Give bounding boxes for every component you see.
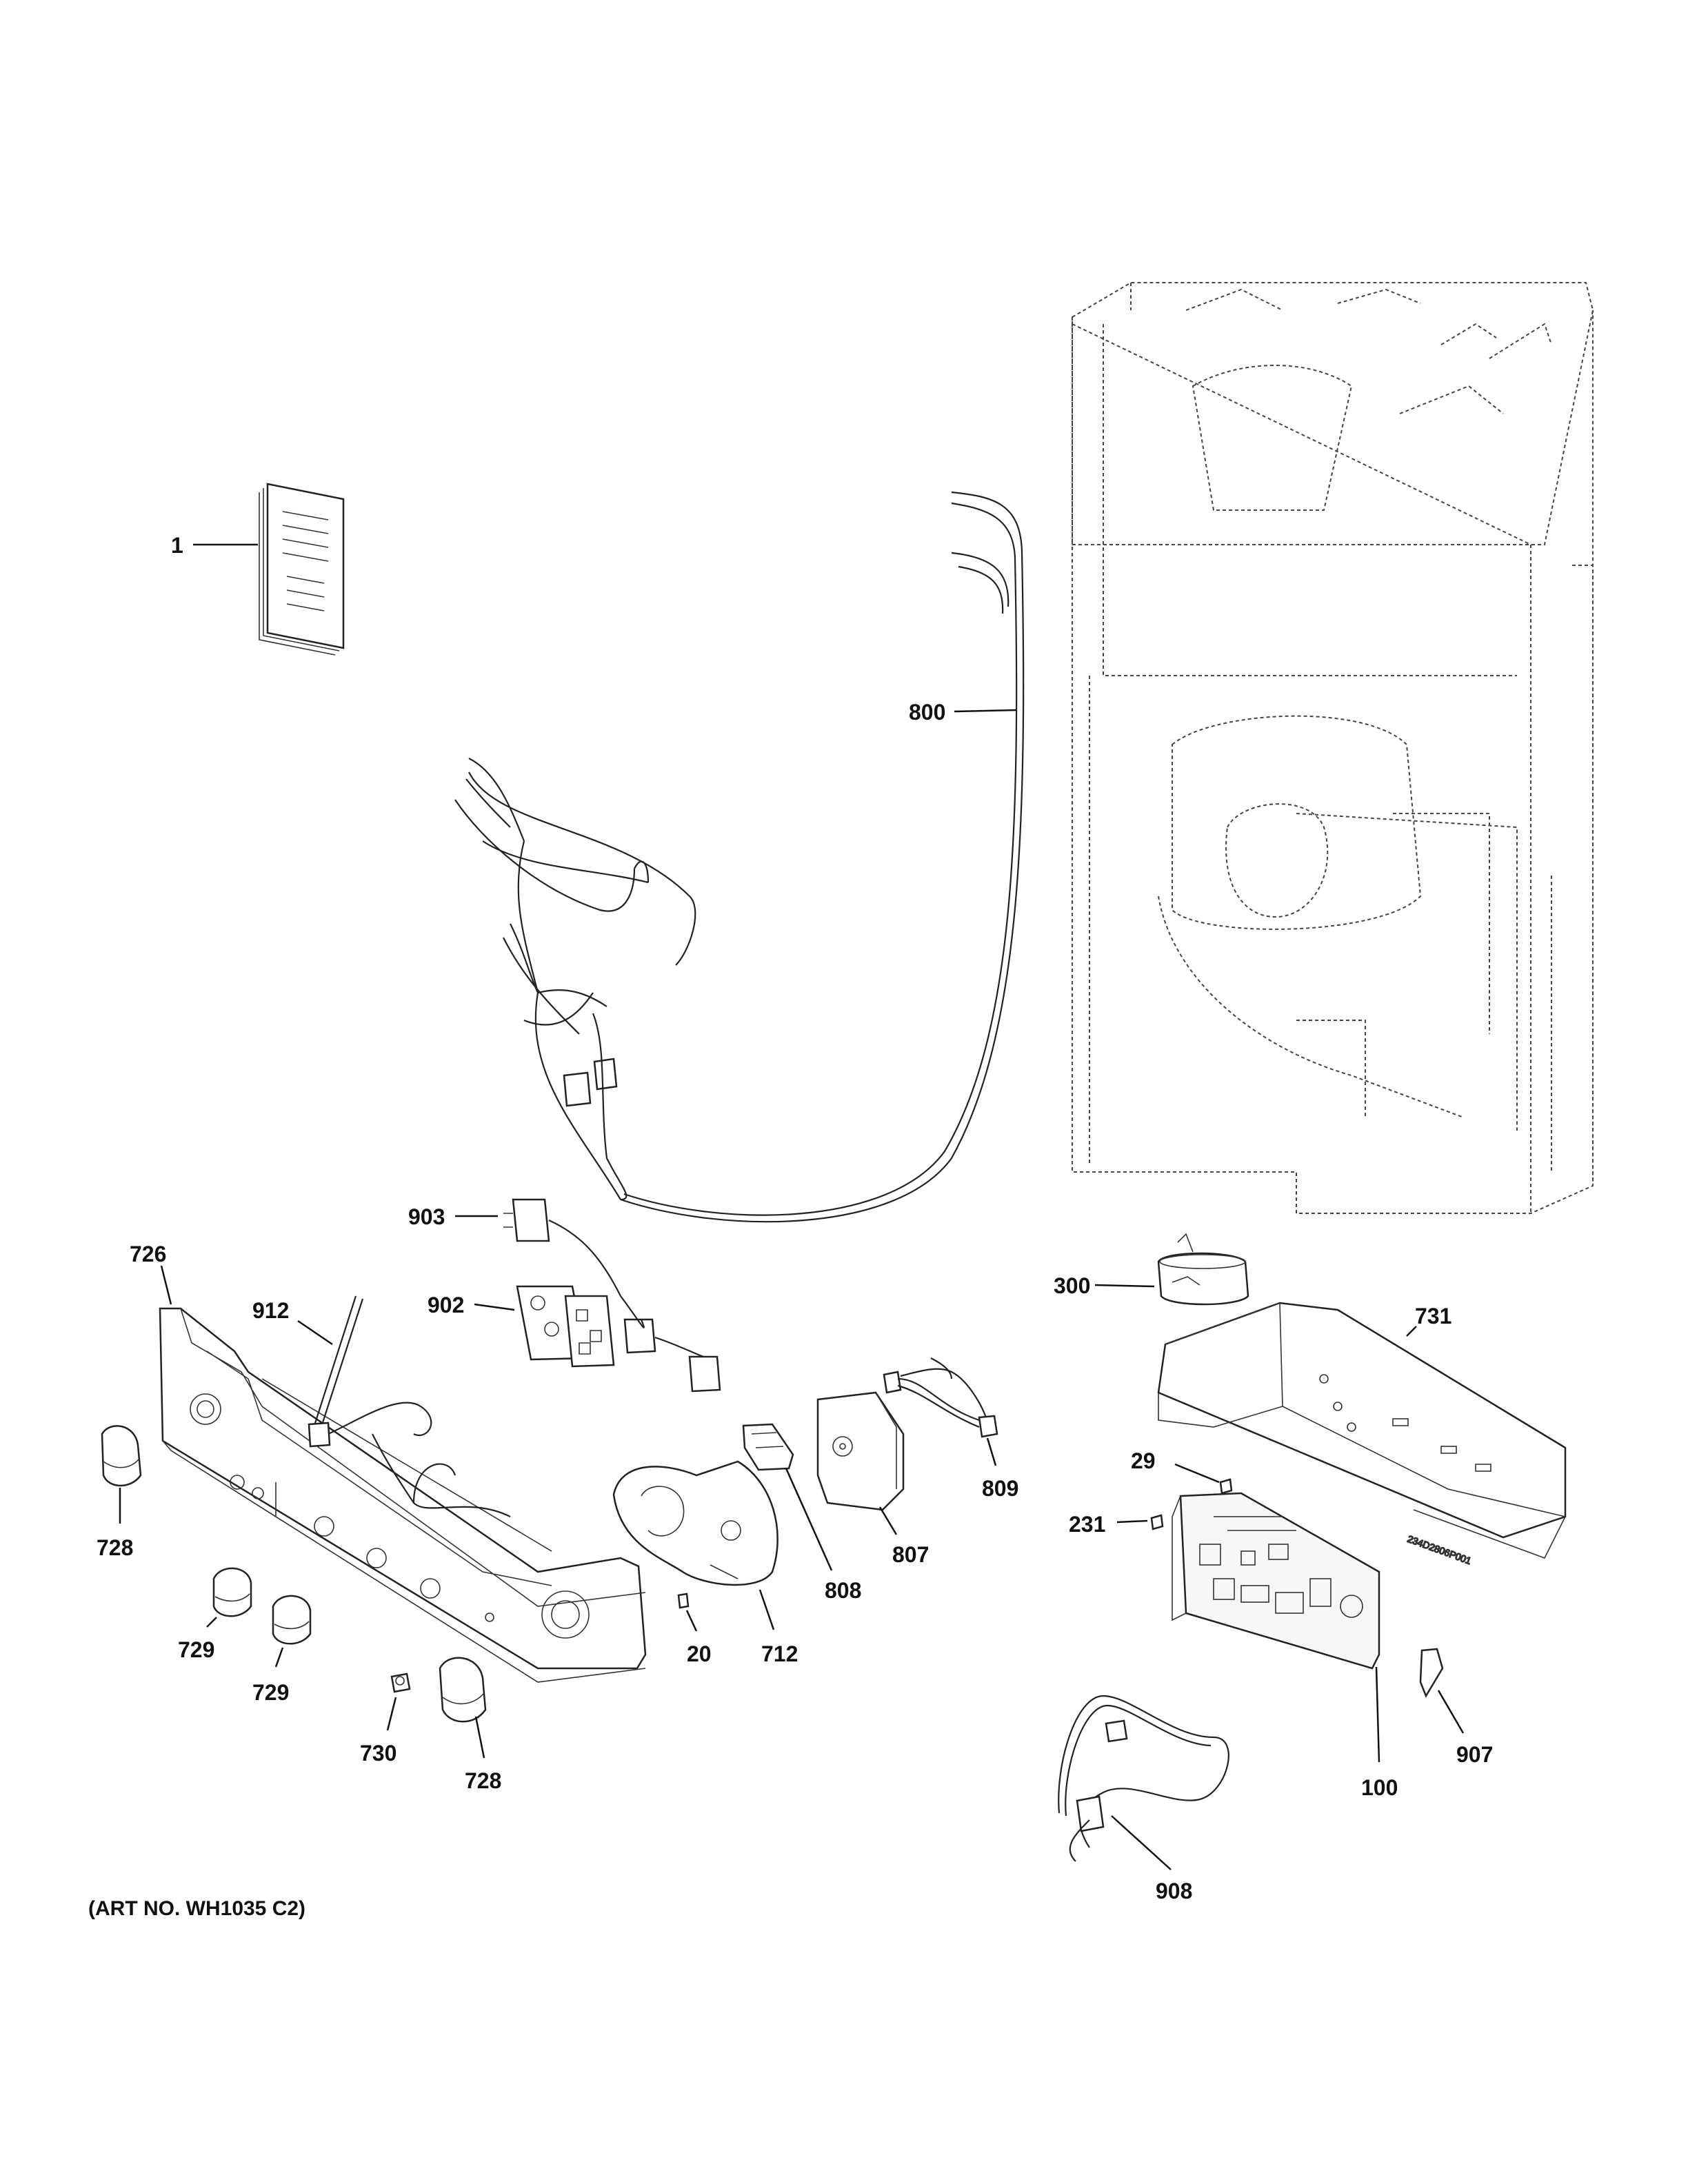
art-number: (ART NO. WH1035 C2): [88, 1897, 305, 1920]
screw-29: [1219, 1478, 1233, 1495]
harness-908: [1058, 1695, 1229, 1862]
timer-807: [816, 1391, 905, 1511]
knob-729-upper: [212, 1567, 252, 1617]
callout-728-left: 728: [97, 1535, 133, 1560]
control-panel: [159, 1307, 647, 1683]
push-switch: [503, 1198, 621, 1297]
harness-809: [883, 1357, 998, 1438]
callout-902: 902: [428, 1293, 464, 1317]
callout-912: 912: [252, 1298, 289, 1323]
capacitor-300: [1157, 1233, 1249, 1306]
dryer-cabinet: [1072, 282, 1594, 1214]
bracket-stamp: 234D2806P001: [1406, 1533, 1473, 1566]
callout-1: 1: [171, 533, 183, 558]
callout-908: 908: [1156, 1879, 1192, 1903]
owners-manual: [259, 483, 345, 656]
callout-729-lower: 729: [252, 1680, 289, 1705]
screw-231: [1150, 1514, 1164, 1530]
callout-730: 730: [360, 1741, 396, 1766]
callout-809: 809: [982, 1476, 1018, 1501]
switch-808: [742, 1423, 794, 1471]
callout-903: 903: [408, 1204, 445, 1229]
callout-100: 100: [1361, 1775, 1398, 1800]
callout-807: 807: [892, 1542, 929, 1567]
callout-907: 907: [1456, 1742, 1493, 1767]
knob-728-right: [439, 1657, 487, 1723]
wire-harness: [454, 491, 1025, 1223]
callout-728-right: 728: [465, 1768, 501, 1793]
main-control-board: [1172, 1492, 1380, 1670]
callout-20: 20: [687, 1641, 712, 1666]
callout-712: 712: [761, 1641, 798, 1666]
screw-20: [677, 1593, 690, 1609]
selector-switch-assembly: [516, 1285, 721, 1393]
callout-729-upper: 729: [178, 1637, 214, 1662]
knob-729-lower: [272, 1595, 312, 1645]
callout-731: 731: [1415, 1304, 1451, 1328]
callout-231: 231: [1069, 1512, 1105, 1537]
panel-harness: [308, 1295, 511, 1517]
callout-800: 800: [909, 700, 945, 725]
button-730: [390, 1672, 411, 1693]
callout-300: 300: [1054, 1273, 1090, 1298]
callout-29: 29: [1131, 1448, 1156, 1473]
clip-907: [1419, 1648, 1444, 1698]
knob-728-left: [101, 1425, 142, 1487]
callout-726: 726: [130, 1242, 166, 1266]
callout-808: 808: [825, 1578, 861, 1603]
timer-bracket: [612, 1460, 778, 1586]
